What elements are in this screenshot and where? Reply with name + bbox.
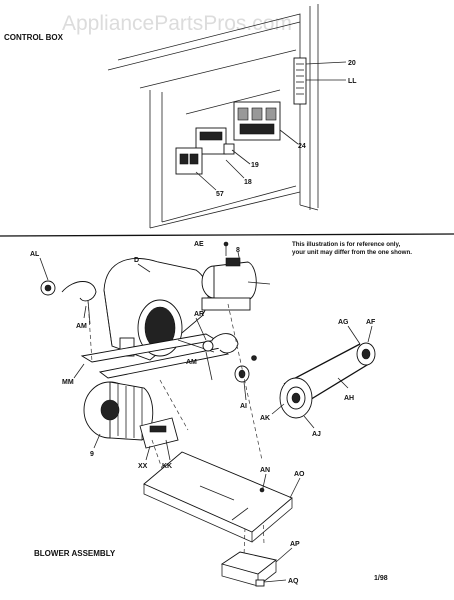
blower-assembly-title: BLOWER ASSEMBLY [34, 549, 116, 558]
date-code: 1/98 [374, 575, 388, 582]
callout-AE: AE [194, 241, 204, 248]
callout-AR: AR [194, 311, 204, 318]
section-divider [0, 233, 454, 237]
callout-XX: XX [138, 463, 148, 470]
callout-AM-right: AM [186, 359, 197, 366]
callout-AM-left: AM [76, 323, 87, 330]
callout-MM: MM [62, 379, 74, 386]
reference-note-line2: your unit may differ from the one shown. [292, 249, 412, 256]
callout-AQ: AQ [288, 578, 299, 585]
callout-19: 19 [251, 162, 259, 169]
watermark: AppliancePartsPros.com [62, 12, 292, 35]
callout-AJ: AJ [312, 431, 321, 438]
callout-KK: KK [162, 463, 172, 470]
callout-AF: AF [366, 319, 376, 326]
callout-20: 20 [348, 60, 356, 67]
callout-LL: LL [348, 78, 357, 85]
control-box-title: CONTROL BOX [4, 33, 64, 42]
callout-AL: AL [30, 251, 40, 258]
callout-57: 57 [216, 191, 224, 198]
blower-assembly-illustration [39, 241, 376, 587]
callout-AG: AG [338, 319, 349, 326]
callout-AO: AO [294, 471, 305, 478]
callout-24: 24 [298, 143, 306, 150]
callout-AK: AK [260, 415, 270, 422]
reference-note-line1: This illustration is for reference only, [292, 241, 400, 248]
callout-8: 8 [236, 247, 240, 254]
callout-9: 9 [90, 451, 94, 458]
callout-D: D [134, 257, 139, 264]
callout-AI: AI [240, 403, 247, 410]
callout-18: 18 [244, 179, 252, 186]
control-box-illustration [107, 4, 347, 229]
callout-AH: AH [344, 395, 354, 402]
callout-AN: AN [260, 467, 270, 474]
callout-AP: AP [290, 541, 300, 548]
